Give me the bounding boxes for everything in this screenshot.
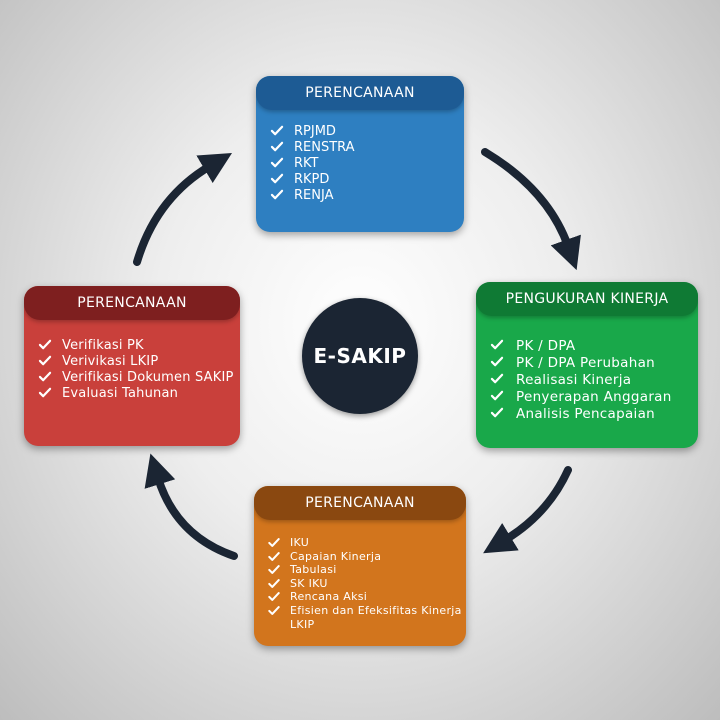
list-item-label: PK / DPA Perubahan [516,355,656,371]
list-item: Verifikasi PK [38,338,240,354]
check-icon [268,564,280,575]
list-item: Penyerapan Anggaran [490,389,698,406]
list-item: PK / DPA Perubahan [490,355,698,372]
check-icon [490,407,504,418]
check-icon [268,537,280,548]
list-item-label: RKPD [294,172,330,187]
list-item: Evaluasi Tahunan [38,386,240,402]
list-item: Rencana Aksi [268,590,466,604]
check-icon [270,141,284,152]
list-item: RKPD [270,172,464,188]
check-icon [268,591,280,602]
list-item-label: Penyerapan Anggaran [516,389,672,405]
check-icon [270,125,284,136]
list-item-label: Realisasi Kinerja [516,372,632,388]
list-item-label: Efisien dan Efeksifitas Kinerja LKIP [290,603,462,631]
check-icon [38,339,52,350]
list-item: RENJA [270,188,464,204]
list-item-label: Capaian Kinerja [290,549,382,563]
check-icon [270,189,284,200]
check-icon [268,551,280,562]
list-item: RENSTRA [270,140,464,156]
card-title: PERENCANAAN [24,286,240,320]
list-item-label: Verifikasi PK [62,338,144,353]
card-title: PERENCANAAN [254,486,466,520]
curved-arrow-icon [133,152,233,266]
check-icon [268,605,280,616]
list-item-label: IKU [290,536,310,549]
center-circle: E-SAKIP [302,298,418,414]
list-item-label: Verifikasi Dokumen SAKIP [62,370,234,385]
check-icon [490,356,504,367]
list-item: Verivikasi LKIP [38,354,240,370]
list-item: Efisien dan Efeksifitas Kinerja LKIP [268,604,466,631]
list-item-label: RPJMD [294,124,336,139]
list-item: Analisis Pencapaian [490,406,698,423]
list-item: Tabulasi [268,563,466,577]
list-item-label: RENSTRA [294,140,355,155]
check-icon [490,390,504,401]
list-item-label: Tabulasi [290,563,337,577]
list-item: SK IKU [268,577,466,591]
list-item-label: Rencana Aksi [290,590,368,604]
check-icon [38,387,52,398]
list-item: IKU [268,536,466,550]
list-item: Verifikasi Dokumen SAKIP [38,370,240,386]
check-icon [38,355,52,366]
list-item-label: Analisis Pencapaian [516,406,656,422]
center-label: E-SAKIP [313,344,407,368]
check-icon [270,173,284,184]
check-icon [268,578,280,589]
check-icon [490,339,504,350]
curved-arrow-icon [144,453,238,560]
curved-arrow-icon [483,466,572,554]
list-item: RPJMD [270,124,464,140]
list-item: Realisasi Kinerja [490,372,698,389]
list-item-label: RENJA [294,188,334,203]
list-item: RKT [270,156,464,172]
check-icon [270,157,284,168]
check-icon [38,371,52,382]
card-title: PERENCANAAN [256,76,464,110]
list-item-label: RKT [294,156,319,171]
list-item: PK / DPA [490,338,698,355]
list-item-label: PK / DPA [516,338,576,354]
check-icon [490,373,504,384]
list-item-label: Verivikasi LKIP [62,354,159,369]
curved-arrow-icon [481,148,581,271]
card-title: PENGUKURAN KINERJA [476,282,698,316]
list-item: Capaian Kinerja [268,550,466,564]
list-item-label: SK IKU [290,576,328,590]
list-item-label: Evaluasi Tahunan [62,386,179,401]
